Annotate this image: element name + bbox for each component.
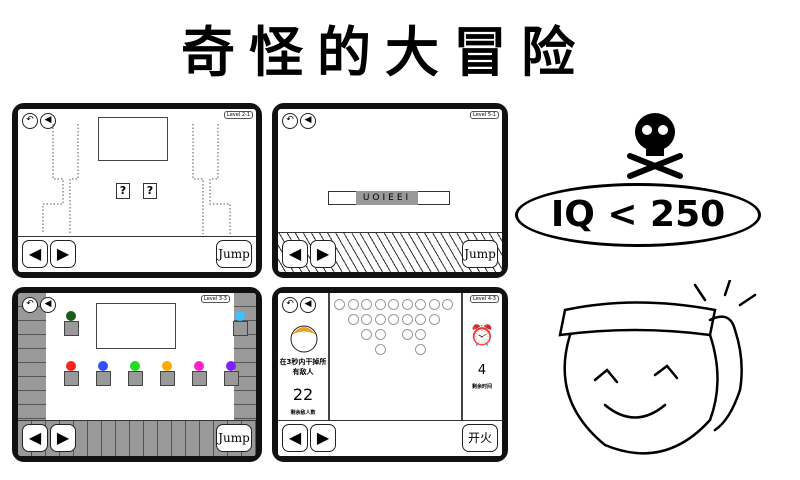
key-icon [66, 311, 76, 321]
jump-button[interactable]: Jump [462, 240, 498, 268]
left-arrow-icon[interactable]: ◀ [282, 240, 308, 268]
key-pedestal [64, 321, 79, 336]
dotted-figures [42, 124, 231, 234]
enemy-face [401, 329, 413, 340]
enemy-face [334, 299, 345, 310]
instruction-text: 在3秒内干掉所有敌人 [279, 358, 327, 376]
key-pedestal [160, 371, 175, 386]
key-icon [235, 311, 245, 321]
control-bar: ◀ ▶ 开火 [278, 420, 502, 456]
right-arrow-icon[interactable]: ▶ [310, 424, 336, 452]
letter-blocks: UOIEEI [356, 191, 418, 205]
smiling-face-thumbs-up-drawing [558, 280, 757, 455]
level-label: Level 5-1 [470, 111, 499, 119]
key-pedestal [233, 321, 248, 336]
enemy-face [388, 299, 399, 310]
enemy-face [361, 299, 372, 310]
alarm-clock-icon: ⏰ [469, 323, 495, 347]
time-label: 剩余时间 [471, 384, 492, 390]
enemies-count: 22 [292, 385, 314, 404]
back-arrow-icon[interactable]: ↶ [282, 113, 298, 129]
question-block: ? [143, 183, 157, 199]
key-icon [226, 361, 236, 371]
enemy-face [401, 314, 413, 325]
control-bar: ◀ ▶ Jump [18, 236, 256, 272]
key-pedestal [64, 371, 79, 386]
left-arrow-icon[interactable]: ◀ [22, 240, 48, 268]
enemy-face [415, 329, 426, 340]
enemy-face [388, 314, 399, 325]
key-icon [162, 361, 172, 371]
speaker-icon[interactable]: ◀ [300, 113, 316, 129]
level-label: Level 2-1 [224, 111, 253, 119]
enemy-face [428, 299, 440, 310]
enemy-face [347, 299, 359, 310]
speaker-icon[interactable]: ◀ [300, 297, 316, 313]
speaker-icon[interactable]: ◀ [40, 113, 56, 129]
enemy-face [347, 314, 359, 325]
enemy-face [361, 314, 372, 325]
screenshot-level-3: ↶ ◀ Level 3-3 ◀ ▶ Jump [12, 287, 262, 462]
right-arrow-icon[interactable]: ▶ [50, 240, 76, 268]
right-arrow-icon[interactable]: ▶ [310, 240, 336, 268]
enemy-face [428, 314, 440, 325]
ground-tiles: ◀ ▶ Jump [278, 232, 502, 272]
screenshot-level-1: ↶ ◀ Level 2-1 ? ? ◀ ▶ Jump [12, 103, 262, 278]
key-icon [194, 361, 204, 371]
jump-button[interactable]: Jump [216, 424, 252, 452]
screenshot-level-2: ↶ ◀ Level 5-1 UOIEEI ◀ ▶ Jump [272, 103, 508, 278]
back-arrow-icon[interactable]: ↶ [282, 297, 298, 313]
time-remaining: 4 [477, 363, 487, 378]
hint-sign [98, 117, 168, 161]
left-arrow-icon[interactable]: ◀ [22, 424, 48, 452]
back-arrow-icon[interactable]: ↶ [22, 113, 38, 129]
enemies-label: 剩余敌人数 [290, 410, 316, 416]
enemy-face [374, 314, 386, 325]
key-icon [66, 361, 76, 371]
back-arrow-icon[interactable]: ↶ [22, 297, 38, 313]
enemy-face [361, 329, 372, 340]
enemy-face [374, 299, 386, 310]
key-icon [98, 361, 108, 371]
enemy-face [374, 329, 386, 340]
character-portrait [290, 325, 318, 353]
key-pedestal [96, 371, 111, 386]
enemy-face [415, 299, 426, 310]
game-title: 奇怪的大冒险 [181, 21, 589, 84]
fire-button[interactable]: 开火 [462, 424, 498, 452]
ground-tiles: ◀ ▶ Jump [18, 420, 256, 456]
iq-badge: IQ < 250 [515, 183, 761, 247]
key-pedestal [224, 371, 239, 386]
skull-crossbones-icon [627, 113, 683, 179]
speaker-icon[interactable]: ◀ [40, 297, 56, 313]
key-pedestal [192, 371, 207, 386]
level-label: Level 4-3 [470, 295, 499, 303]
jump-button[interactable]: Jump [216, 240, 252, 268]
question-block: ? [116, 183, 130, 199]
enemy-face [401, 299, 413, 310]
enemy-face [415, 344, 426, 355]
screenshot-level-4: ↶ ◀ Level 4-3 在3秒内干掉所有敌人 22 剩余敌人数 ⏰ 4 剩余… [272, 287, 508, 462]
right-arrow-icon[interactable]: ▶ [50, 424, 76, 452]
key-pedestal [128, 371, 143, 386]
hint-sign [96, 303, 176, 349]
key-icon [130, 361, 140, 371]
left-arrow-icon[interactable]: ◀ [282, 424, 308, 452]
level-label: Level 3-3 [201, 295, 230, 303]
enemy-face [374, 344, 386, 355]
enemy-face [442, 299, 453, 310]
enemy-face [415, 314, 426, 325]
